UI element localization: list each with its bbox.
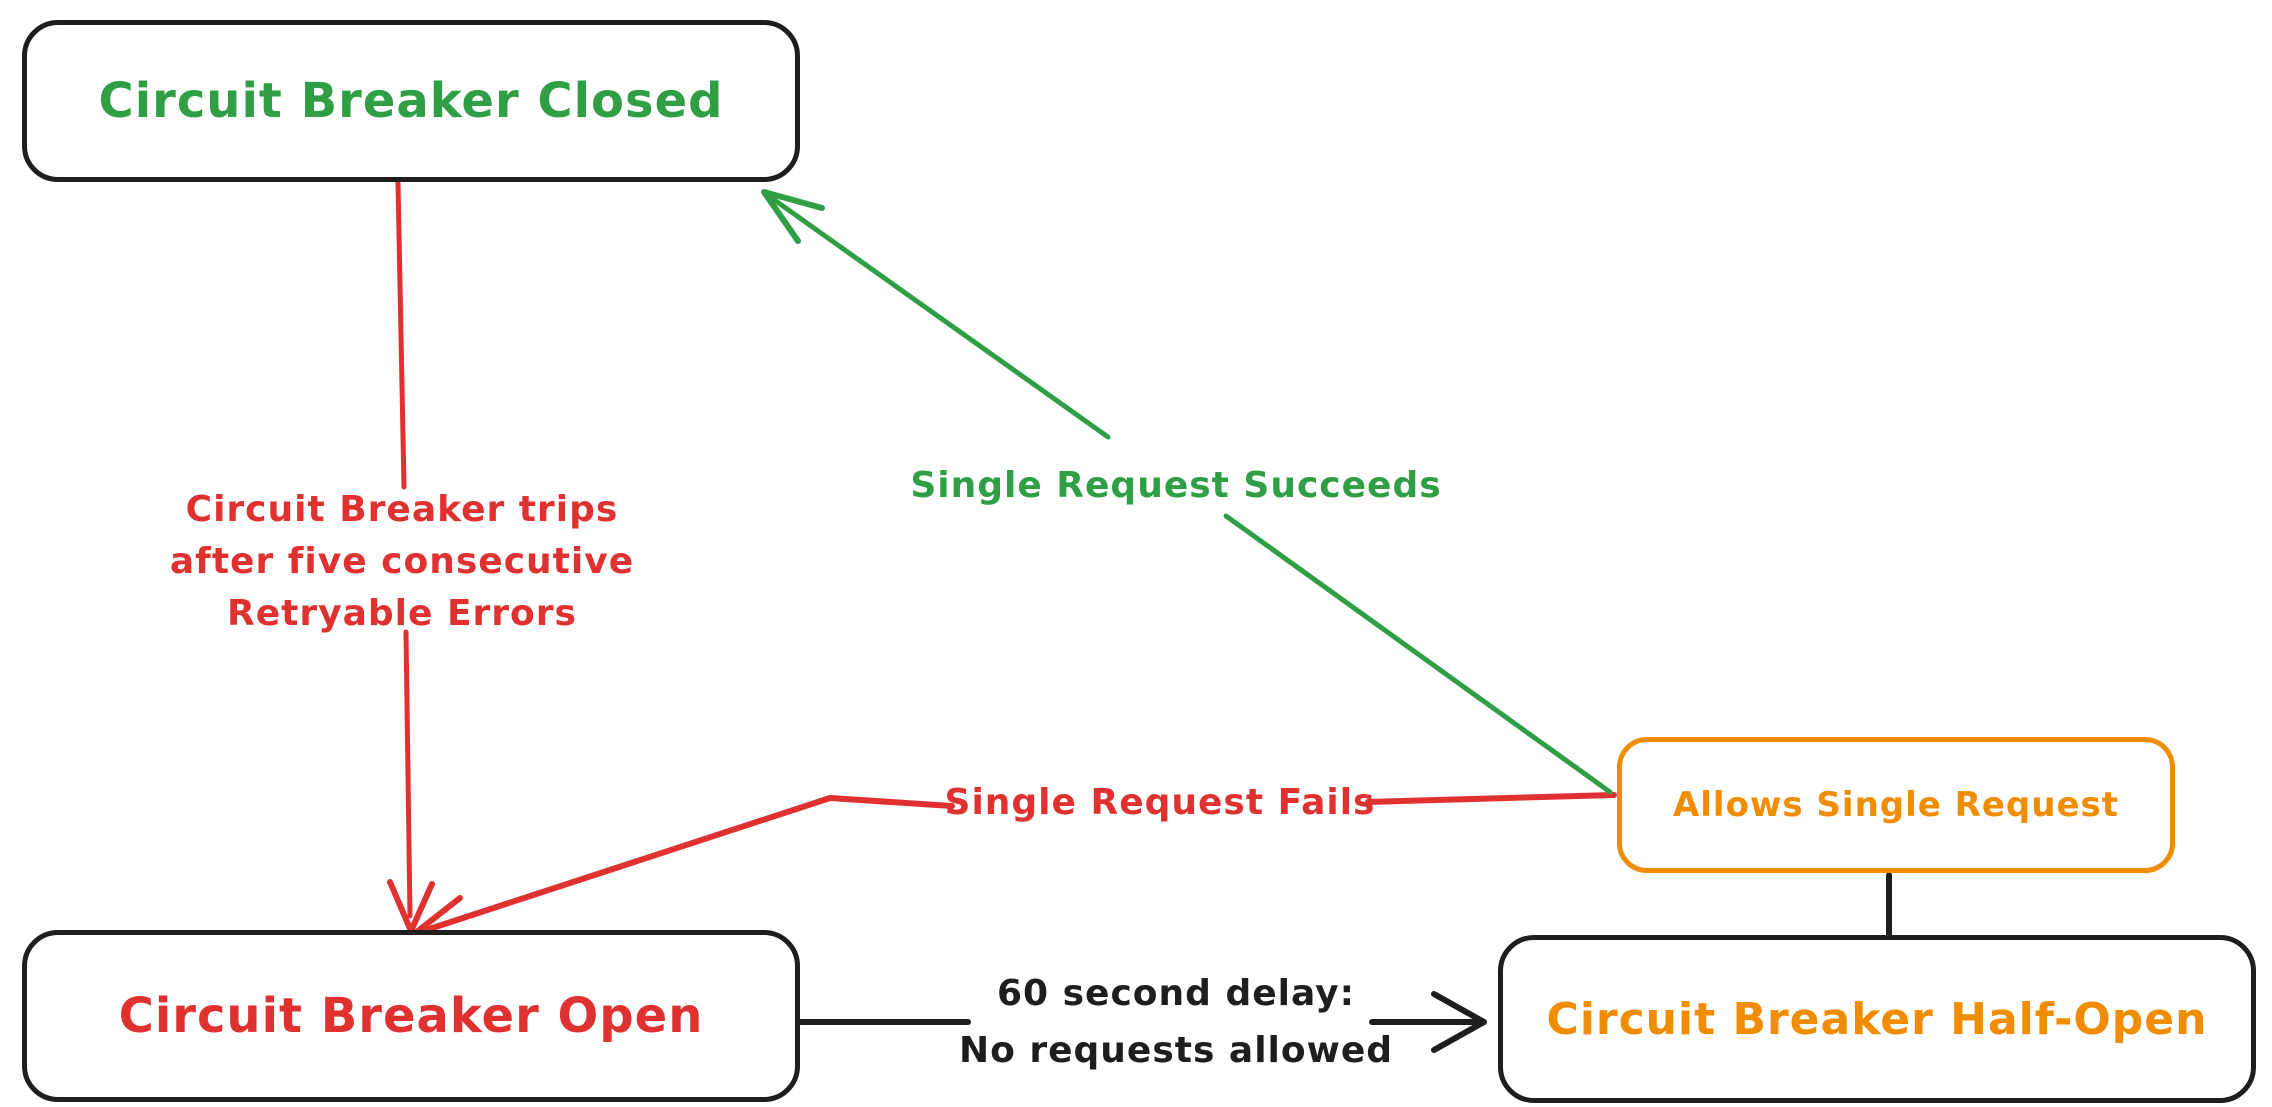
edge-label-fails: Single Request Fails <box>944 782 1376 823</box>
edge-delay-arrowhead-icon <box>1431 991 1487 1053</box>
node-circuit-breaker-half-open: Circuit Breaker Half-Open <box>1498 935 2256 1103</box>
edge-label-trip-line2: after five consecutive <box>169 541 635 582</box>
node-allows-single-request-label: Allows Single Request <box>1672 785 2120 825</box>
edge-label-delay-line2: No requests allowed <box>958 1030 1394 1071</box>
node-circuit-breaker-closed-label: Circuit Breaker Closed <box>98 73 724 129</box>
node-circuit-breaker-half-open-label: Circuit Breaker Half-Open <box>1546 993 2208 1045</box>
edge-label-succeeds: Single Request Succeeds <box>910 465 1442 506</box>
edge-label-delay-line1: 60 second delay: <box>996 973 1356 1014</box>
node-allows-single-request: Allows Single Request <box>1617 737 2175 873</box>
node-circuit-breaker-closed: Circuit Breaker Closed <box>22 20 800 182</box>
edge-trip-arrowhead-icon <box>387 879 435 934</box>
edge-succeeds-arrowhead-icon <box>761 189 825 244</box>
edge-succeeds-line <box>763 191 1613 795</box>
edge-fails-line <box>411 792 1617 937</box>
node-circuit-breaker-open: Circuit Breaker Open <box>22 930 800 1102</box>
edge-label-trip-line1: Circuit Breaker trips <box>185 489 619 530</box>
edge-label-trip: Circuit Breaker trips after five consecu… <box>170 484 634 640</box>
edge-label-delay: 60 second delay: No requests allowed <box>959 965 1393 1079</box>
edge-trip-line <box>395 180 413 919</box>
node-circuit-breaker-open-label: Circuit Breaker Open <box>118 988 704 1044</box>
edge-label-trip-line3: Retryable Errors <box>227 593 577 634</box>
